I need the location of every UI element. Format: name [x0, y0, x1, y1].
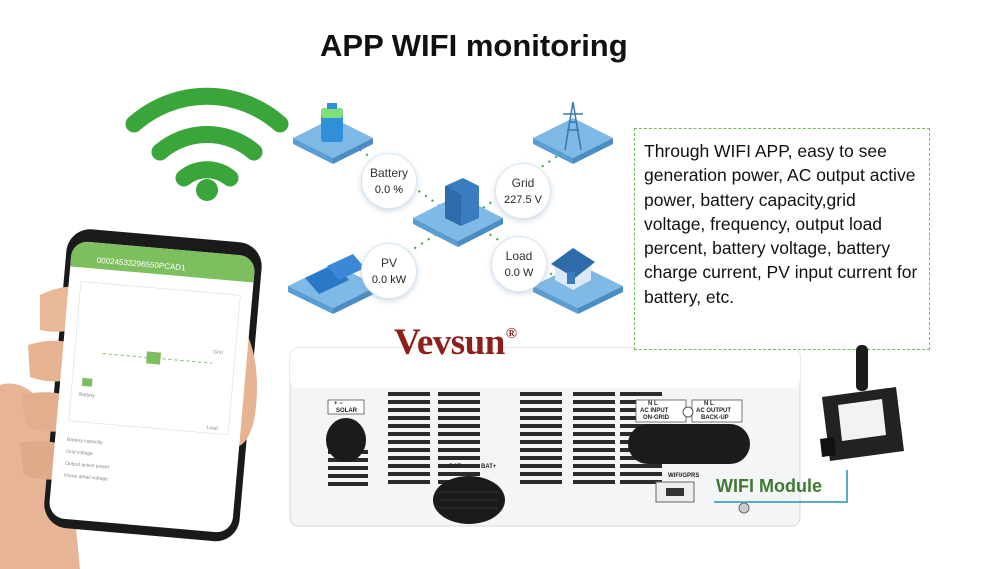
- brand-registered-mark: ®: [505, 326, 517, 342]
- grid-value: 227.5 V: [504, 194, 542, 206]
- inverter-body: [289, 347, 801, 527]
- pv-label: PV: [380, 256, 397, 270]
- energy-flow-panel: Battery 0.0 % Grid 227.5 V PV 0.0 kW Loa…: [283, 90, 633, 335]
- page-title: APP WIFI monitoring: [320, 28, 628, 63]
- wifi-module-label: WIFI Module: [716, 476, 822, 496]
- ac-input-sub: ON-GRID: [643, 415, 669, 421]
- load-node: Load 0.0 W: [491, 236, 547, 292]
- pv-value: 0.0 kW: [371, 274, 407, 286]
- brand-logo: Vevsun®: [394, 321, 517, 364]
- wifi-port-label: WIFI/GPRS: [668, 473, 700, 479]
- brand-name: Vevsun: [394, 322, 505, 363]
- battery-label: Battery: [369, 166, 408, 180]
- grid-node: Grid 227.5 V: [495, 163, 551, 219]
- solar-label: SOLAR: [336, 408, 357, 414]
- battery-icon: [293, 103, 373, 164]
- pv-node: PV 0.0 kW: [361, 243, 417, 299]
- house-icon: [533, 248, 623, 314]
- solar-polarity: + −: [334, 401, 343, 407]
- ac-output-nl: N L: [704, 401, 714, 407]
- bat-neg-label: BAT-: [449, 464, 463, 470]
- battery-node: Battery 0.0 %: [361, 153, 417, 209]
- ac-input-nl: N L: [648, 401, 658, 407]
- inverter-icon: [413, 178, 503, 247]
- description-text: Through WIFI APP, easy to see generation…: [644, 141, 918, 307]
- ac-output-sub: BACK-UP: [701, 415, 729, 421]
- grid-tower-icon: [533, 101, 613, 164]
- ac-output-label: AC OUTPUT: [696, 408, 731, 414]
- load-value: 0.0 W: [504, 267, 534, 279]
- description-box: Through WIFI APP, easy to see generation…: [634, 128, 930, 350]
- load-label: Load: [505, 249, 533, 263]
- wifi-icon: [125, 87, 289, 201]
- ac-input-label: AC INPUT: [640, 408, 669, 414]
- wifi-module-device: [820, 345, 904, 461]
- bat-pos-label: BAT+: [481, 464, 497, 470]
- app-flow-lines: [68, 281, 241, 436]
- battery-value: 0.0 %: [374, 184, 404, 196]
- grid-label: Grid: [511, 176, 535, 190]
- phone-screen: 00024533296550PCAD1 Battery Grid Load Ba…: [48, 240, 256, 534]
- solar-panel-icon: [288, 254, 378, 314]
- wifi-module-leader-line: [714, 501, 848, 503]
- wifi-module-leader-tick: [846, 470, 848, 503]
